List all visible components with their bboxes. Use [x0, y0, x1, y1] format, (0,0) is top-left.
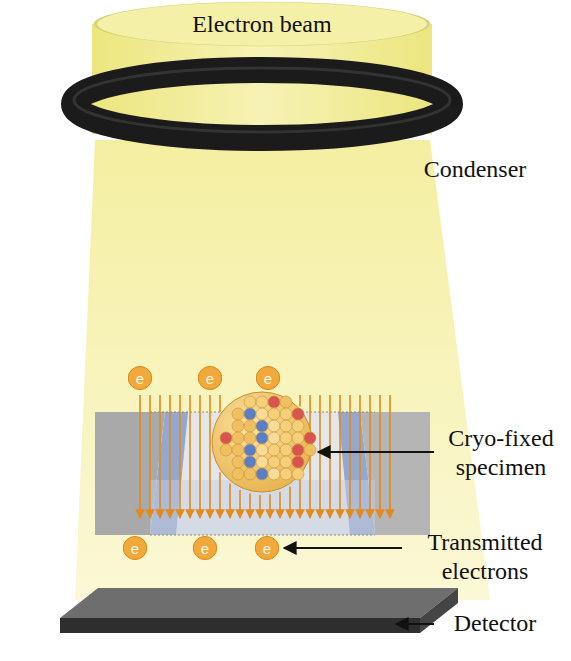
electron-symbol: e [201, 541, 209, 556]
electron-symbol: e [136, 371, 144, 386]
electron-circle: e [128, 366, 152, 390]
electron-paths [140, 395, 390, 518]
electron-symbol: e [206, 371, 214, 386]
electron-symbol: e [131, 541, 139, 556]
specimen-particle [212, 392, 316, 492]
electron-symbol: e [263, 541, 271, 556]
leader-line [318, 451, 434, 453]
leader-line [284, 547, 402, 549]
electron-circle: e [123, 536, 147, 560]
part-label: Detector [440, 609, 550, 638]
part-label: Transmitted electrons [404, 528, 566, 586]
electron-circle: e [255, 536, 279, 560]
condenser-ring [74, 70, 450, 138]
electron-circle: e [198, 366, 222, 390]
vitreous-ice [150, 412, 375, 535]
electron-symbol: e [264, 371, 272, 386]
electron-circle: e [193, 536, 217, 560]
beam-top: Electron beam [92, 1, 432, 47]
detector-plate [60, 588, 458, 618]
electron-circle: e [256, 366, 280, 390]
part-label: Condenser [395, 155, 555, 184]
part-label: Cryo-fixed specimen [436, 424, 566, 482]
beam-label: Electron beam [192, 11, 331, 38]
leader-line [396, 623, 434, 625]
